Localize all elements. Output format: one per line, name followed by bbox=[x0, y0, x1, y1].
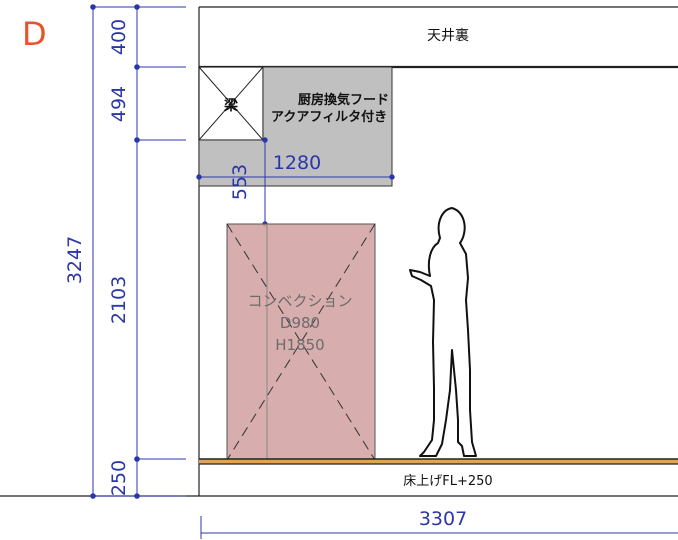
dim-total-height: 3247 bbox=[64, 236, 86, 284]
equipment-cross-icon bbox=[226, 223, 376, 461]
beam-label: 梁 bbox=[223, 97, 239, 114]
floor-label: 床上げFL+250 bbox=[403, 474, 492, 489]
equipment-label-line3: H1850 bbox=[275, 336, 324, 354]
hood-width-value: 1280 bbox=[273, 152, 321, 174]
dim-floor-raise: 250 bbox=[108, 460, 130, 496]
convection-oven: コンベクション D980 H1850 bbox=[226, 223, 376, 461]
equipment-label-line2: D980 bbox=[280, 314, 320, 332]
dim-ceiling-space: 400 bbox=[108, 19, 130, 55]
total-width-value: 3307 bbox=[419, 508, 467, 530]
beam-cross-icon bbox=[198, 66, 264, 141]
clearance-value: 553 bbox=[229, 164, 251, 200]
equipment-label-line1: コンベクション bbox=[247, 292, 352, 310]
ceiling-label: 天井裏 bbox=[427, 27, 469, 44]
left-dimension-chain bbox=[90, 4, 186, 499]
hood-label-line2: アクアフィルタ付き bbox=[271, 109, 387, 125]
total-width-dimension bbox=[200, 516, 678, 539]
hood-label-line1: 厨房換気フード bbox=[298, 92, 389, 108]
beam: 梁 bbox=[198, 66, 264, 141]
dim-room-height: 2103 bbox=[108, 276, 130, 324]
human-figure-icon bbox=[409, 207, 477, 457]
raised-floor bbox=[199, 458, 678, 465]
hood-width-dimension bbox=[196, 174, 395, 180]
section-letter: D bbox=[22, 15, 47, 53]
dim-beam: 494 bbox=[108, 86, 130, 122]
